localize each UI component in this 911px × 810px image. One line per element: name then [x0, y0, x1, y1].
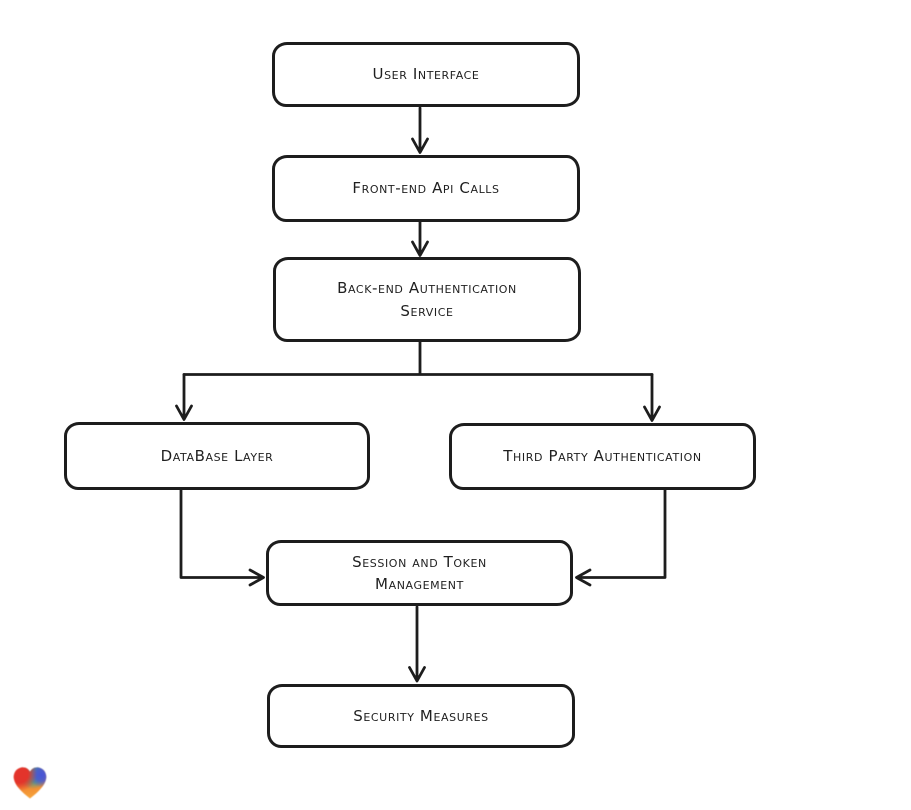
node-security-measures-label: Security Measures [353, 706, 489, 725]
node-database-layer: DataBase Layer [64, 422, 370, 490]
node-back-end-authentication-service: Back-end Authentication Service [273, 257, 581, 342]
heart-logo [10, 762, 50, 803]
node-database-layer-label: DataBase Layer [160, 446, 274, 465]
heart-logo-icon [13, 767, 47, 799]
node-third-party-authentication-label: Third Party Authentication [503, 447, 702, 466]
edge-third-party-to-session [575, 488, 667, 587]
node-session-and-token-management-label: Session and Token Management [352, 552, 487, 594]
edge-database-to-session [179, 488, 265, 587]
edge-front-end-to-back-end [411, 220, 429, 257]
node-user-interface: User Interface [272, 42, 580, 107]
edge-back-end-branch-bar [182, 340, 654, 376]
node-third-party-authentication: Third Party Authentication [449, 423, 756, 490]
edge-back-end-to-third-party [643, 373, 661, 422]
edge-user-interface-to-front-end [411, 106, 429, 154]
edge-back-end-to-database [175, 373, 193, 421]
node-security-measures: Security Measures [267, 684, 575, 748]
node-front-end-api-calls-label: Front-end Api Calls [352, 179, 500, 198]
node-session-and-token-management: Session and Token Management [266, 540, 573, 606]
node-front-end-api-calls: Front-end Api Calls [272, 155, 580, 222]
node-user-interface-label: User Interface [372, 65, 480, 84]
node-back-end-authentication-service-label: Back-end Authentication Service [337, 279, 517, 320]
edge-session-to-security [408, 605, 426, 683]
